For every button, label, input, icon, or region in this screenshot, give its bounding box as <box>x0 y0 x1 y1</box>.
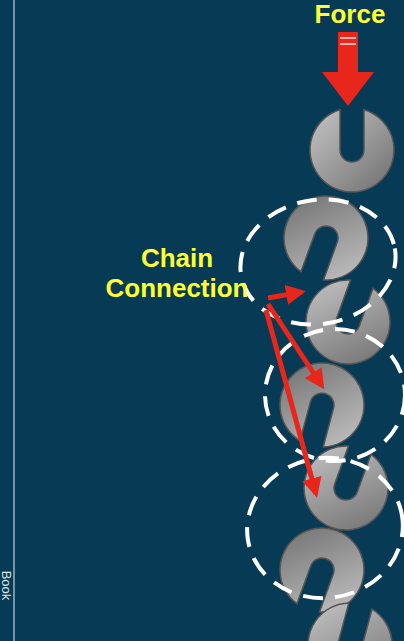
leader-arrows <box>266 292 322 494</box>
force-arrow <box>322 32 374 106</box>
wrench-link <box>273 184 380 290</box>
connection-rings <box>230 187 404 608</box>
wrench-link <box>310 110 394 192</box>
watermark-text: Book <box>0 565 13 605</box>
wrench-link <box>271 354 373 455</box>
connection-label: Chain Connection <box>92 244 262 304</box>
panel-border <box>13 0 15 641</box>
force-label: Force <box>300 0 400 30</box>
wrench-link <box>299 595 401 641</box>
chain-links <box>269 110 401 641</box>
wrench-link <box>269 516 376 622</box>
wrench-link <box>292 436 399 542</box>
